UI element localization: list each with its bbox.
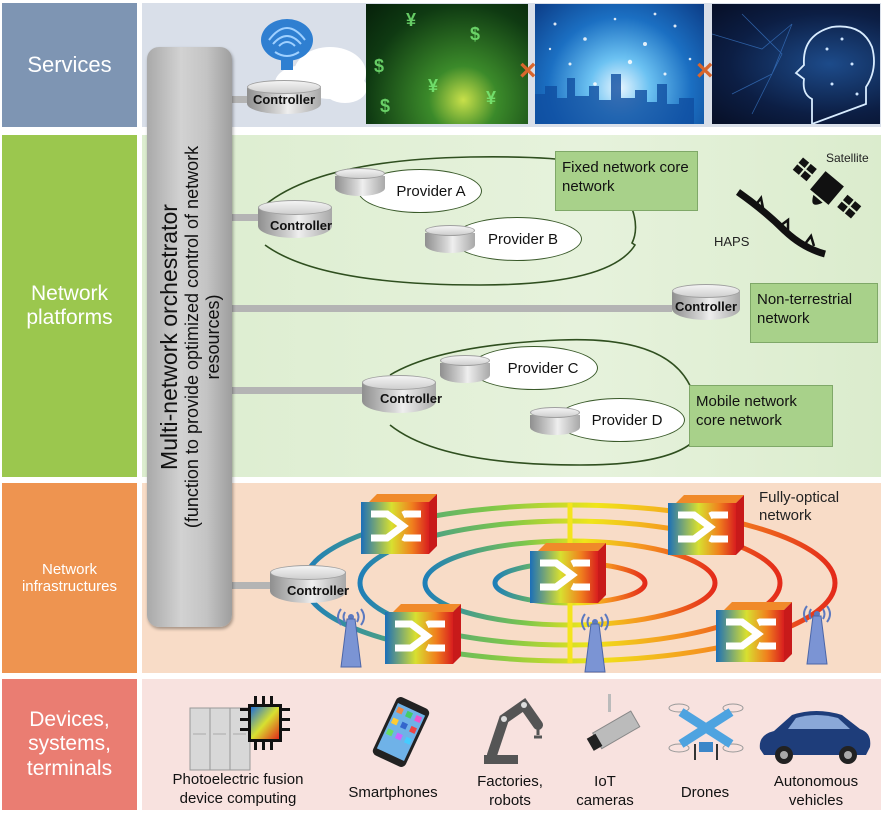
finance-data-image: ¥ $ $ ¥ $ ¥ <box>366 4 528 124</box>
haps-label: HAPS <box>714 234 750 249</box>
controller-label: Controller <box>379 391 443 406</box>
smart-city-image <box>535 4 704 124</box>
controller-label: Controller <box>286 583 350 598</box>
antenna-tower-icon <box>581 613 609 673</box>
optical-switch-icon <box>385 604 461 664</box>
provider-label: Provider D <box>591 411 663 429</box>
server-chip-icon <box>189 696 290 771</box>
controller-label: Controller <box>252 92 316 107</box>
satellite-label: Satellite <box>826 151 869 165</box>
controller-label: Controller <box>674 299 738 314</box>
device-label-autonomous-vehicles: Autonomous vehicles <box>752 772 880 810</box>
optical-switch-icon <box>530 543 606 603</box>
wireframe-head-icon <box>712 13 875 124</box>
device-label-line: Factories, <box>477 773 543 790</box>
device-label-line: Drones <box>680 784 730 801</box>
layer-label-devices: Devices, systems, terminals <box>2 679 137 810</box>
devices-band <box>142 679 881 810</box>
provider-label: Provider C <box>507 359 579 377</box>
provider-label: Provider A <box>396 182 466 200</box>
yen-glyph: ¥ <box>486 88 497 108</box>
layer-label-text: Services <box>27 52 112 78</box>
layer-label-text: Devices, systems, terminals <box>26 708 113 780</box>
orchestrator-link-infrastructure <box>232 582 272 589</box>
device-label-line: robots <box>489 792 531 809</box>
layer-label-network-platforms: Network platforms <box>2 135 137 477</box>
robot-arm-icon <box>484 698 543 764</box>
layer-label-services: Services <box>2 3 137 127</box>
fully-optical-network-label: Fully-optical network <box>759 489 840 524</box>
antenna-tower-icon <box>337 608 365 668</box>
antenna-tower-icon <box>803 605 831 665</box>
combine-cross-icon: × <box>696 54 714 87</box>
services-controller: Controller <box>247 80 321 114</box>
dollar-glyph: $ <box>374 56 385 76</box>
fixed-network-controller: Controller <box>258 200 332 238</box>
device-label-line: device computing <box>179 790 297 807</box>
autonomous-car-icon <box>759 711 871 764</box>
ai-human-image <box>712 4 880 124</box>
city-skyline-icon <box>535 12 694 124</box>
infrastructure-controller: Controller <box>270 565 349 603</box>
combine-cross-icon: × <box>519 54 537 87</box>
optical-switch-icon <box>361 494 437 554</box>
yen-glyph: ¥ <box>428 76 439 96</box>
haps-icon <box>735 189 826 258</box>
controller-label: Controller <box>269 218 333 233</box>
orchestrator-link-services <box>232 96 252 103</box>
yen-glyph: ¥ <box>406 10 417 30</box>
drone-icon <box>668 703 744 760</box>
device-label-line: Autonomous <box>773 773 859 790</box>
device-label-factories: Factories, robots <box>455 772 565 810</box>
dollar-glyph: $ <box>470 24 481 44</box>
provider-label: Provider B <box>487 230 559 248</box>
non-terrestrial-tag: Non-terrestrial network <box>750 283 878 343</box>
device-label-line: IoT <box>594 773 616 790</box>
optical-switch-icon <box>668 495 744 555</box>
device-label-line: Photoelectric fusion <box>172 771 304 788</box>
mobile-network-tag: Mobile network core network <box>689 385 833 447</box>
fixed-network-tag: Fixed network core network <box>555 151 698 211</box>
tag-label: Non-terrestrial network <box>757 291 853 327</box>
non-terrestrial-controller: Controller <box>672 284 740 320</box>
layer-label-text: Network infrastructures <box>21 560 118 595</box>
layer-label-network-infrastructures: Network infrastructures <box>2 483 137 673</box>
mobile-network-controller: Controller <box>362 375 442 413</box>
orchestrator-link-fixed <box>232 214 262 221</box>
provider-d-server <box>530 407 580 435</box>
provider-a-server <box>335 168 385 196</box>
provider-c: Provider C <box>470 346 598 390</box>
multi-network-orchestrator: Multi-network orchestrator (function to … <box>147 47 232 627</box>
tag-label: Fixed network core network <box>562 159 689 195</box>
device-label-line: Smartphones <box>348 784 438 801</box>
device-label-drones: Drones <box>660 783 750 802</box>
provider-b-server <box>425 225 475 253</box>
orchestrator-link-mobile <box>232 387 367 394</box>
layer-label-text: Network platforms <box>26 281 113 329</box>
device-label-smartphones: Smartphones <box>338 783 448 802</box>
device-label-line: cameras <box>576 792 634 809</box>
orchestrator-link-non-terrestrial <box>232 305 672 312</box>
device-label-photoelectric: Photoelectric fusion device computing <box>158 770 318 808</box>
tag-label: Mobile network core network <box>696 393 797 429</box>
dollar-glyph: $ <box>380 96 391 116</box>
satellite-icon <box>792 157 862 219</box>
provider-d: Provider D <box>555 398 685 442</box>
optical-switch-icon <box>716 602 792 662</box>
iot-camera-icon <box>586 694 641 751</box>
device-label-line: vehicles <box>788 792 844 809</box>
device-label-iot-cameras: IoT cameras <box>565 772 645 810</box>
provider-c-server <box>440 355 490 383</box>
smartphone-icon <box>372 697 430 767</box>
